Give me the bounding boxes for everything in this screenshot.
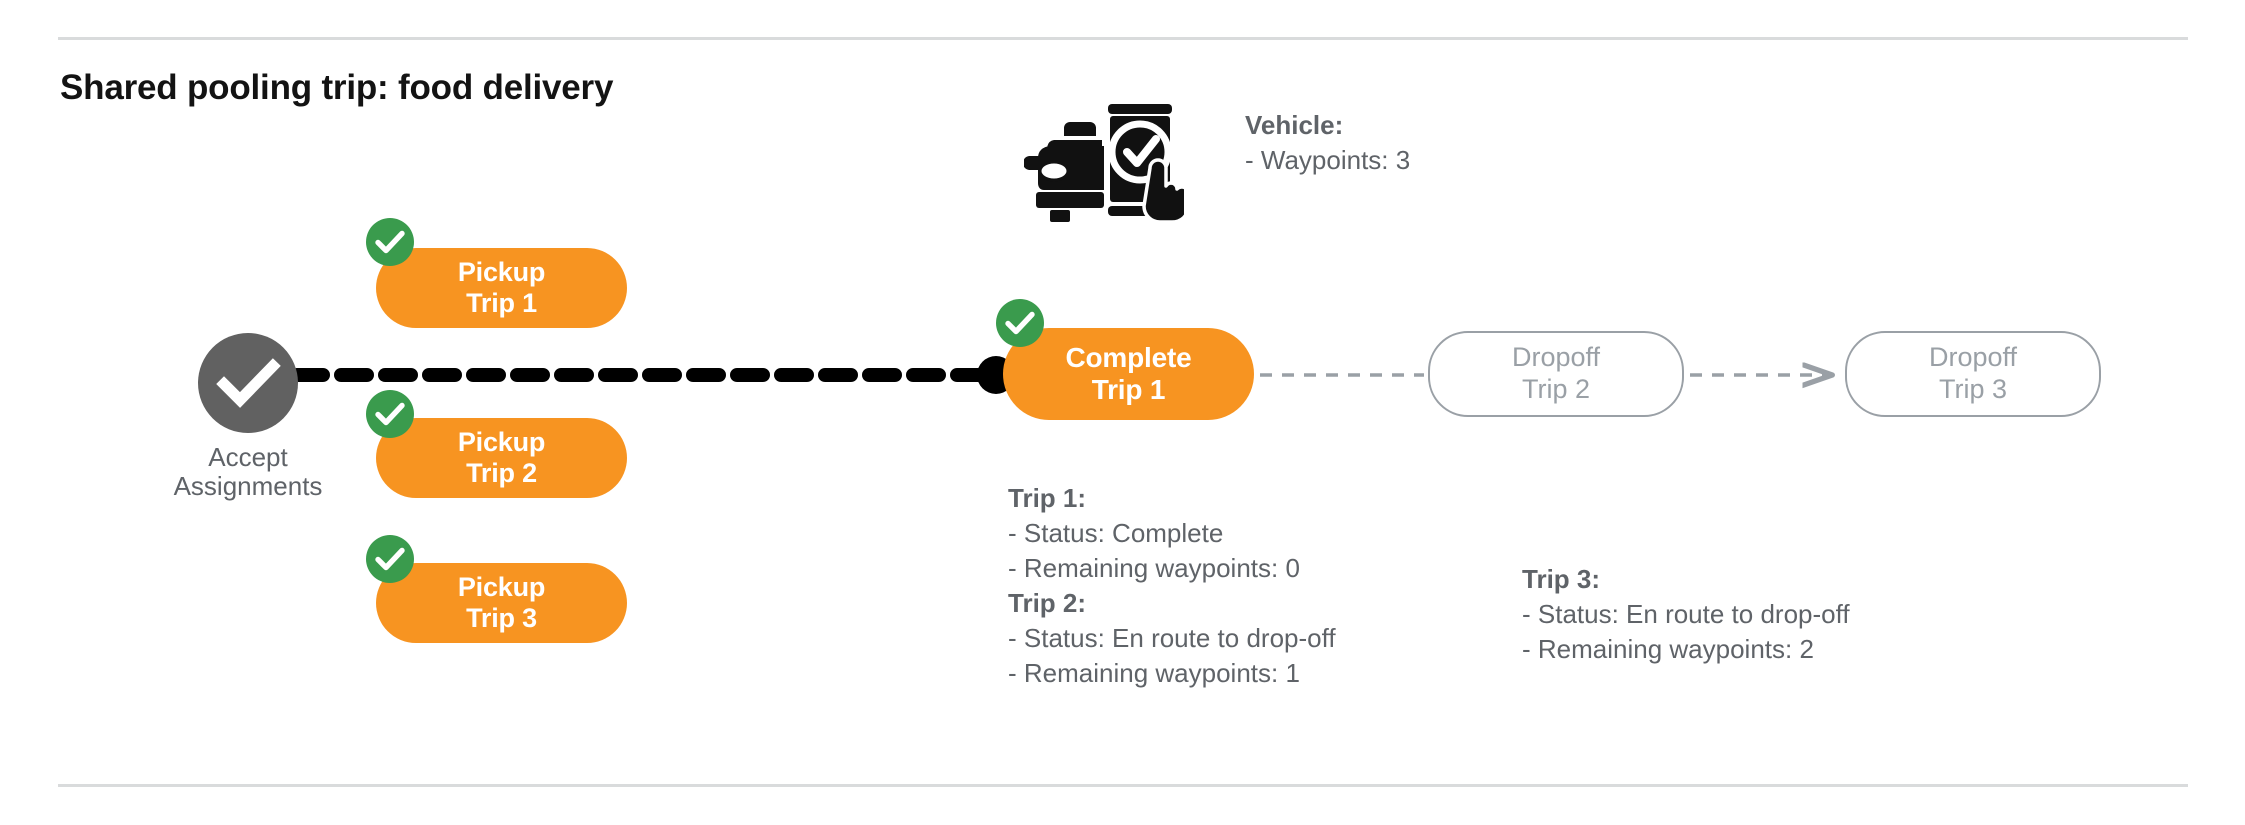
page-title: Shared pooling trip: food delivery <box>60 68 614 107</box>
check-badge-icon <box>366 390 414 438</box>
trip-2-heading-colon: : <box>1077 588 1087 619</box>
vehicle-app-check-icon <box>1023 82 1190 224</box>
trip-2-waypoints-line: - Remaining waypoints: 1 <box>1008 658 1300 689</box>
vehicle-heading-text: Vehicle <box>1245 110 1335 140</box>
divider-bottom <box>58 784 2188 787</box>
check-circle-icon <box>198 333 298 433</box>
check-badge-icon <box>366 218 414 266</box>
check-badge-icon <box>996 299 1044 347</box>
node-accept-assignments[interactable]: Accept Assignments <box>155 333 341 501</box>
trip-3-heading-text: Trip 3 <box>1522 564 1592 594</box>
node-pickup-trip-1[interactable]: Pickup Trip 1 <box>376 248 627 328</box>
node-pickup-trip-3[interactable]: Pickup Trip 3 <box>376 563 627 643</box>
trip-1-waypoints-line: - Remaining waypoints: 0 <box>1008 553 1300 584</box>
trip-3-heading: Trip 3: <box>1522 562 1850 597</box>
trip-3-info-block: Trip 3: - Status: En route to drop-off -… <box>1522 562 1850 667</box>
vehicle-info-block: Vehicle: - Waypoints: 3 <box>1245 108 1410 178</box>
trip-3-heading-colon: : <box>1591 564 1601 594</box>
node-dropoff-trip-2[interactable]: Dropoff Trip 2 <box>1428 331 1684 417</box>
vehicle-waypoints-line: - Waypoints: 3 <box>1245 145 1411 176</box>
divider-top <box>58 37 2188 40</box>
trip-2-heading: Trip 2: <box>1008 586 1336 621</box>
vehicle-heading-colon: : <box>1334 110 1344 140</box>
trip-1-status-line: - Status: Complete <box>1008 518 1224 549</box>
trip-2-status-line: - Status: En route to drop-off <box>1008 623 1336 654</box>
trip-3-status-line: - Status: En route to drop-off <box>1522 599 1850 630</box>
check-badge-icon <box>366 535 414 583</box>
trip-1-heading-colon: : <box>1077 483 1087 513</box>
trip-2-heading-text: Trip 2 <box>1008 588 1078 619</box>
accept-assignments-label: Accept Assignments <box>173 442 323 502</box>
trip-1-2-info-block: Trip 1: - Status: Complete - Remaining w… <box>1008 481 1336 692</box>
vehicle-info-heading: Vehicle: <box>1245 108 1410 143</box>
trip-1-heading: Trip 1: <box>1008 481 1336 516</box>
trip-1-heading-text: Trip 1 <box>1008 483 1078 513</box>
node-dropoff-trip-3[interactable]: Dropoff Trip 3 <box>1845 331 2101 417</box>
node-complete-trip-1[interactable]: Complete Trip 1 <box>1003 328 1254 420</box>
trip-3-waypoints-line: - Remaining waypoints: 2 <box>1522 634 1814 665</box>
node-pickup-trip-2[interactable]: Pickup Trip 2 <box>376 418 627 498</box>
